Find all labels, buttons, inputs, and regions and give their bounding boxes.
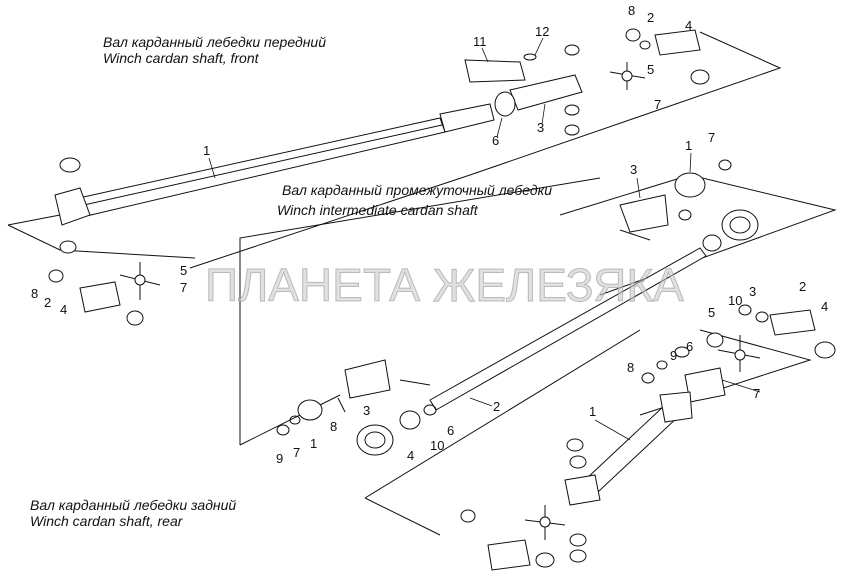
intermediate-shaft bbox=[276, 159, 759, 456]
part-label: 8 bbox=[330, 419, 338, 434]
part-label: 2 bbox=[44, 295, 52, 310]
part-label: 3 bbox=[537, 120, 545, 135]
intermediate-title-en: Winch intermediate cardan shaft bbox=[277, 202, 478, 218]
left-cross-group bbox=[48, 262, 161, 326]
rear-title-en: Winch cardan shaft, rear bbox=[30, 513, 183, 529]
part-label: 4 bbox=[685, 18, 693, 33]
part-label: 4 bbox=[821, 299, 829, 314]
intermediate-title-ru: Вал карданный промежуточный лебедки bbox=[282, 182, 553, 198]
part-label: 5 bbox=[647, 62, 655, 77]
part-label: 2 bbox=[493, 399, 501, 414]
part-label: 3 bbox=[363, 403, 371, 418]
part-label: 6 bbox=[447, 423, 455, 438]
part-label: 7 bbox=[654, 97, 662, 112]
front-title-en: Winch cardan shaft, front bbox=[103, 50, 259, 66]
watermark: ПЛАНЕТА ЖЕЛЕЗЯКА bbox=[205, 259, 685, 311]
part-label: 4 bbox=[407, 448, 415, 463]
front-shaft bbox=[54, 103, 495, 254]
part-label: 8 bbox=[627, 360, 635, 375]
leader-lines bbox=[208, 37, 761, 441]
part-label: 1 bbox=[589, 404, 597, 419]
right-cross-group bbox=[641, 304, 836, 403]
part-label: 9 bbox=[276, 451, 284, 466]
part-label: 7 bbox=[180, 280, 188, 295]
part-label: 5 bbox=[708, 305, 716, 320]
part-label: 7 bbox=[753, 386, 761, 401]
part-label: 9 bbox=[670, 348, 678, 363]
part-label: 2 bbox=[799, 279, 807, 294]
rear-title-ru: Вал карданный лебедки задний bbox=[30, 497, 237, 513]
part-label: 8 bbox=[628, 3, 636, 18]
part-label: 12 bbox=[535, 24, 550, 39]
front-title-ru: Вал карданный лебедки передний bbox=[103, 34, 326, 50]
part-label: 2 bbox=[647, 10, 655, 25]
part-label: 8 bbox=[31, 286, 39, 301]
part-label: 3 bbox=[630, 162, 638, 177]
rear-shaft bbox=[460, 391, 693, 571]
part-label: 7 bbox=[708, 130, 716, 145]
part-label: 6 bbox=[492, 133, 500, 148]
part-label: 1 bbox=[685, 138, 693, 153]
part-label: 10 bbox=[728, 293, 743, 308]
part-label: 5 bbox=[180, 263, 188, 278]
part-label: 3 bbox=[749, 284, 757, 299]
part-label: 10 bbox=[430, 438, 445, 453]
part-label: 1 bbox=[203, 143, 211, 158]
part-label: 11 bbox=[473, 34, 487, 49]
part-label: 1 bbox=[310, 436, 318, 451]
part-label: 7 bbox=[293, 445, 301, 460]
front-yokes bbox=[464, 28, 710, 136]
part-label: 4 bbox=[60, 302, 68, 317]
part-label: 6 bbox=[686, 339, 694, 354]
